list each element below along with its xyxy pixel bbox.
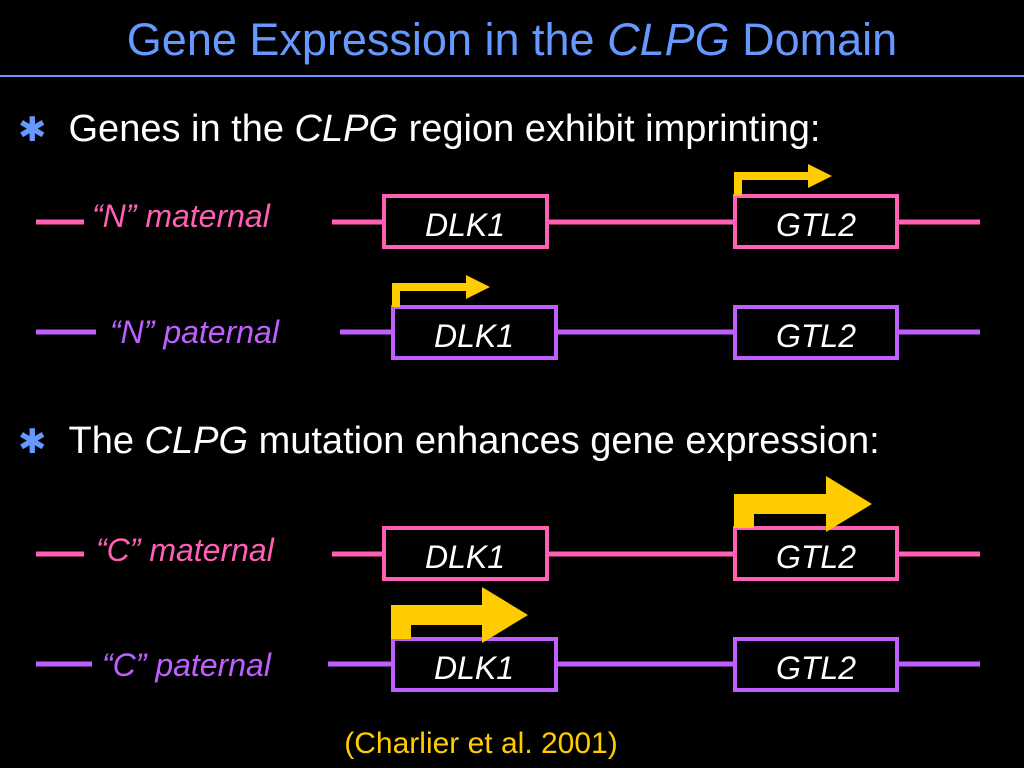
title-divider <box>0 75 1024 77</box>
strand-n-paternal: DLK1 GTL2 <box>36 275 980 360</box>
strand-label-c-maternal: “C” maternal <box>96 532 274 568</box>
gene-label-dlk1: DLK1 <box>434 318 514 354</box>
gene-label-dlk1: DLK1 <box>425 207 505 243</box>
title-text-after: Domain <box>729 14 898 65</box>
gene-label-gtl2: GTL2 <box>776 539 856 575</box>
slide-title: Gene Expression in the CLPG Domain <box>0 8 1024 72</box>
bullet-text-after: region exhibit imprinting: <box>398 108 821 150</box>
gene-label-dlk1: DLK1 <box>425 539 505 575</box>
bullet-text-before: The <box>68 420 145 462</box>
bullet-mutation: ✱ The CLPG mutation enhances gene express… <box>18 418 880 465</box>
gene-box-dlk1 <box>391 637 558 692</box>
citation: (Charlier et al. 2001) <box>344 727 618 760</box>
gene-label-gtl2: GTL2 <box>776 650 856 686</box>
title-text-before: Gene Expression in the <box>126 14 608 65</box>
gene-box-gtl2 <box>733 637 899 692</box>
bullet-text-before: Genes in the <box>68 108 295 150</box>
enhanced-promoter-arrow-icon <box>734 476 872 532</box>
gene-box-dlk1 <box>382 194 549 249</box>
strand-label-n-maternal: “N” maternal <box>92 198 270 234</box>
promoter-arrow-icon <box>392 275 490 307</box>
asterisk-icon: ✱ <box>18 111 47 149</box>
gene-box-gtl2 <box>733 194 899 249</box>
bullet-text-italic: CLPG <box>144 420 249 462</box>
strand-n-maternal: DLK1 GTL2 <box>36 164 980 249</box>
bullet-imprinting: ✱ Genes in the CLPG region exhibit imprin… <box>18 106 820 153</box>
gene-box-gtl2 <box>733 526 899 581</box>
strand-c-paternal: DLK1 GTL2 <box>36 587 980 692</box>
gene-box-dlk1 <box>382 526 549 581</box>
enhanced-promoter-arrow-icon <box>391 587 528 643</box>
promoter-arrow-icon <box>734 164 832 196</box>
gene-box-dlk1 <box>391 305 558 360</box>
asterisk-icon: ✱ <box>18 423 47 461</box>
bullet-text-after: mutation enhances gene expression: <box>248 420 880 462</box>
strand-c-maternal: DLK1 GTL2 <box>36 476 980 581</box>
title-text-italic: CLPG <box>607 14 730 65</box>
strand-label-n-paternal: “N” paternal <box>110 314 279 350</box>
gene-label-gtl2: GTL2 <box>776 207 856 243</box>
bullet-text-italic: CLPG <box>294 108 399 150</box>
gene-label-gtl2: GTL2 <box>776 318 856 354</box>
strand-label-c-paternal: “C” paternal <box>102 647 271 683</box>
gene-label-dlk1: DLK1 <box>434 650 514 686</box>
gene-box-gtl2 <box>733 305 899 360</box>
